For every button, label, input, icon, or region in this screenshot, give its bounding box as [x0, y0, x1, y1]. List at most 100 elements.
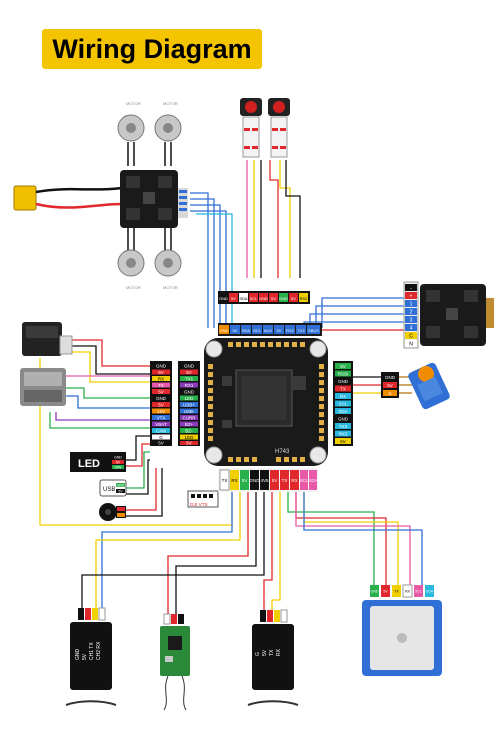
led-strip: LED GND 5V DIN [70, 452, 126, 472]
usb-pin-label: 5V [118, 489, 123, 493]
top-pad-row-1: GND 5V SDA SCL GND 5V GND 5V RX2 [218, 291, 310, 304]
left-pad-label: LED [185, 396, 195, 401]
left-pad-label: GND [184, 389, 195, 394]
right-pad-label: TX3 [339, 424, 348, 429]
top-pad-row-2: GND 5V SDA SCL AUX 5V RX2 TX2 SBUS [218, 323, 322, 336]
top-pad-label: GND [220, 328, 229, 333]
esc-pin-label: 4 [410, 326, 413, 332]
left-pad-column-outer: GND 5V RX TX 5V GND 5V 12V VTX VBAT CAM … [150, 361, 172, 446]
motor-bottom-right: MOTOR [154, 228, 182, 290]
fc-label: H743 [275, 449, 290, 455]
left-pad-label: BZ- [185, 428, 193, 433]
usb-label: USB [103, 487, 115, 493]
rx2-pin-label: 5V [262, 649, 268, 656]
bottom-pad-label: TX [222, 478, 228, 483]
bottom-pad-label: TX [282, 478, 288, 483]
right-pad-label: RSSI [338, 371, 349, 376]
usb-connector: USB GND 5V [99, 479, 127, 497]
bottom-pad-label: SDA [308, 478, 317, 483]
top-pad-label: GND [259, 296, 268, 301]
bottom-pad-label: 4V5 [260, 478, 269, 483]
wires [39, 160, 423, 615]
rx-pin-label: GND [75, 649, 81, 661]
right-pad-label: SCL [339, 401, 348, 406]
top-pad-label: SCL [253, 328, 262, 333]
motor-bottom-left: MOTOR [117, 228, 145, 290]
usb-pin-label: GND [117, 483, 125, 487]
led-pin-label: DIN [115, 465, 122, 469]
servo-pin-label: S [388, 391, 391, 396]
left-pad-label: GND [156, 396, 167, 401]
top-pad-label: GND [219, 296, 228, 301]
gps-pin-label: SDA [426, 590, 434, 594]
top-pad-label: SDA [239, 296, 248, 301]
gps-module: GND 5V TX RX SCL SDA [362, 584, 442, 676]
left-pad-label: RX1 [185, 383, 194, 388]
gps-pin-label: 5V [383, 590, 388, 594]
bottom-pad-label: GND [250, 478, 261, 483]
camera-right [268, 98, 290, 158]
servo: GND 5V S [381, 362, 450, 410]
receiver-left: CH2 RX CH1 TX 5V GND [65, 607, 117, 706]
esc-pin-label: + [410, 294, 413, 300]
left-pad-label: 5V [158, 402, 164, 407]
right-pad-label: RX [340, 394, 346, 399]
left-pad-label: LED [185, 435, 195, 440]
dji-label: DJI VTX [190, 502, 209, 508]
left-pad-label: USB+ [183, 402, 195, 407]
top-pad-label: 5V [231, 296, 236, 301]
led-label: LED [78, 458, 100, 470]
led-pin-label: GND [114, 455, 122, 459]
motor-label: MOTOR [126, 101, 141, 106]
receiver-middle [160, 613, 190, 711]
left-pad-label: 12V [157, 409, 165, 414]
left-pad-label: CAM [156, 428, 166, 433]
top-pad-label: AUX [264, 328, 273, 333]
motor-label: MOTOR [163, 285, 178, 290]
servo-pin-label: GND [385, 375, 396, 380]
right-pad-label: 5V [340, 439, 346, 444]
bottom-pad-label: 5V [272, 478, 278, 483]
right-pad-label: SDA [338, 409, 347, 414]
buzzer [99, 503, 126, 521]
rx-pin-label: 5V [82, 653, 88, 660]
left-pad-label: G [159, 435, 163, 440]
left-pad-label: GND [156, 363, 167, 368]
top-pad-label: 5V [233, 328, 238, 333]
rx-pin-label: CH1 TX [89, 642, 95, 660]
rx2-pin-label: TX [269, 649, 275, 656]
left-pad-label: 5V [158, 441, 164, 446]
rx2-pin-label: G [255, 652, 261, 656]
left-pad-column-inner: GND 5V TX1 RX1 GND LED USB+ USB- CURR BZ… [178, 361, 200, 446]
left-pad-label: USB- [184, 409, 195, 414]
receiver-right: RX TX 5V G [247, 609, 299, 706]
rx2-pin-label: RX [276, 648, 282, 656]
left-pad-label: 5V [158, 370, 164, 375]
top-pad-label: 5V [277, 328, 282, 333]
gps-pin-label: TX [394, 590, 399, 594]
flight-controller: H743 [204, 338, 328, 466]
top-pad-label: SDA [242, 328, 251, 333]
motor-label: MOTOR [126, 285, 141, 290]
vtx-module-bottom [20, 368, 66, 406]
top-pad-label: 5V [271, 296, 276, 301]
gps-pin-label: RX [405, 590, 411, 594]
top-pad-label: RX2 [286, 328, 295, 333]
bottom-pad-row: TX RX 5V GND 4V5 5V TX RX SCL SDA [218, 468, 318, 492]
right-pad-label: GND [338, 416, 349, 421]
bottom-pad-label: RX [231, 478, 237, 483]
page-title: Wiring Diagram [42, 29, 262, 69]
battery-connector [13, 185, 123, 211]
left-pad-label: VBAT [155, 422, 167, 427]
left-pad-label: 5V [186, 370, 192, 375]
esc-pin-label: 3 [410, 318, 413, 324]
left-pad-label: VTX [157, 415, 166, 420]
esc-pin-label: C [409, 334, 413, 340]
camera-left [240, 98, 262, 158]
led-pin-label: 5V [116, 460, 121, 464]
rx-pin-label: CH2 RX [96, 641, 102, 660]
dji-connector: DJI VTX [187, 490, 219, 508]
top-pad-label: SBUS [308, 328, 319, 333]
motor-label: MOTOR [163, 101, 178, 106]
